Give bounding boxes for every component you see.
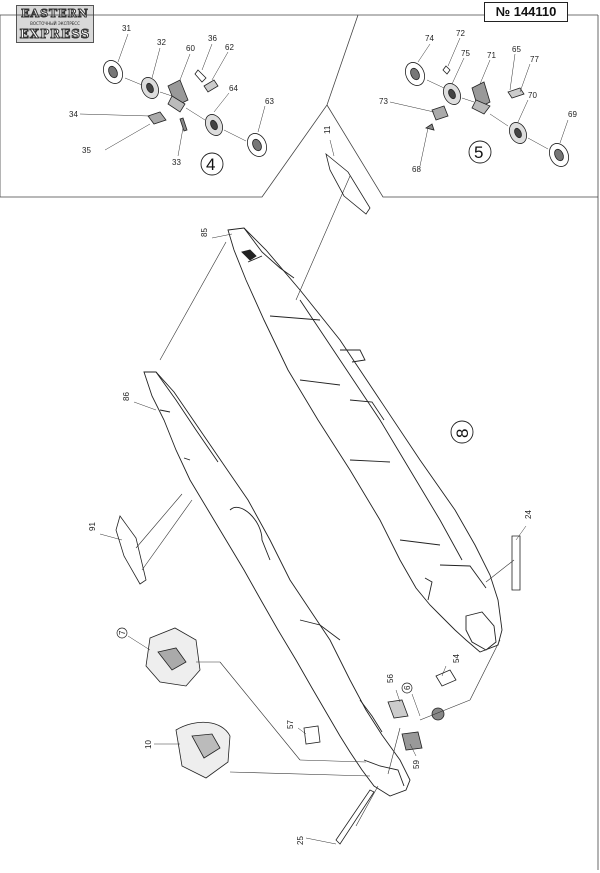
callout: 86 bbox=[122, 392, 131, 401]
callout: 56 bbox=[386, 674, 395, 683]
step4-leaders bbox=[79, 33, 266, 157]
brand-logo: EASTERN ВОСТОЧНЫЙ ЭКСПРЕСС EXPRESS bbox=[16, 5, 94, 43]
callout: 74 bbox=[425, 34, 434, 43]
panel-frames bbox=[0, 14, 599, 870]
callout: 75 bbox=[461, 49, 470, 58]
callout: 10 bbox=[144, 740, 153, 749]
callout: 69 bbox=[568, 110, 577, 119]
callout: 24 bbox=[524, 510, 533, 519]
step5-badge bbox=[468, 140, 492, 164]
callout: 54 bbox=[452, 654, 461, 663]
callout: 70 bbox=[528, 91, 537, 100]
callout: 7 bbox=[118, 630, 127, 635]
callout: 34 bbox=[69, 110, 78, 119]
fuselage-right-half bbox=[227, 227, 503, 653]
callout: 63 bbox=[265, 97, 274, 106]
callout: 57 bbox=[286, 720, 295, 729]
step4-parts bbox=[102, 60, 268, 157]
callout: 77 bbox=[530, 55, 539, 64]
step5-callouts: 74 72 75 71 65 77 73 70 69 68 bbox=[379, 29, 577, 174]
step8-number: 8 bbox=[453, 429, 472, 438]
callout: 33 bbox=[172, 158, 181, 167]
callout: 32 bbox=[157, 38, 166, 47]
step8-badge bbox=[450, 420, 474, 444]
step4-badge bbox=[200, 152, 224, 176]
callout: 65 bbox=[512, 45, 521, 54]
logo-text-eastern: EASTERN bbox=[21, 7, 89, 21]
step4-number: 4 bbox=[206, 155, 215, 174]
callout: 36 bbox=[208, 34, 217, 43]
callout: 71 bbox=[487, 51, 496, 60]
callout: 72 bbox=[456, 29, 465, 38]
callout: 62 bbox=[225, 43, 234, 52]
step5-number: 5 bbox=[474, 143, 483, 162]
step5-leaders bbox=[389, 37, 569, 167]
fuselage-left-half bbox=[143, 371, 411, 797]
callout: 85 bbox=[200, 228, 209, 237]
step4-callouts: 31 32 60 36 62 34 64 63 35 33 bbox=[69, 24, 274, 167]
step5-parts bbox=[404, 62, 570, 167]
callout: 91 bbox=[88, 522, 97, 531]
step7-badge bbox=[116, 627, 128, 639]
main-small-parts bbox=[115, 152, 521, 845]
logo-text-russian: ВОСТОЧНЫЙ ЭКСПРЕСС bbox=[30, 21, 80, 26]
callout: 73 bbox=[379, 97, 388, 106]
callout: 31 bbox=[122, 24, 131, 33]
callout: 59 bbox=[412, 760, 421, 769]
main-callouts: 11 85 86 91 24 7 56 54 6 57 10 59 25 bbox=[88, 125, 533, 845]
step6-badge bbox=[401, 682, 413, 694]
callout: 60 bbox=[186, 44, 195, 53]
callout: 64 bbox=[229, 84, 238, 93]
callout: 11 bbox=[323, 125, 332, 134]
main-leaders bbox=[99, 139, 527, 845]
callout: 25 bbox=[296, 836, 305, 845]
logo-text-express: EXPRESS bbox=[19, 27, 91, 42]
callout: 6 bbox=[403, 685, 412, 690]
callout: 68 bbox=[412, 165, 421, 174]
catalog-number: № 144110 bbox=[484, 2, 568, 22]
callout: 35 bbox=[82, 146, 91, 155]
assembly-arrows bbox=[135, 175, 515, 827]
